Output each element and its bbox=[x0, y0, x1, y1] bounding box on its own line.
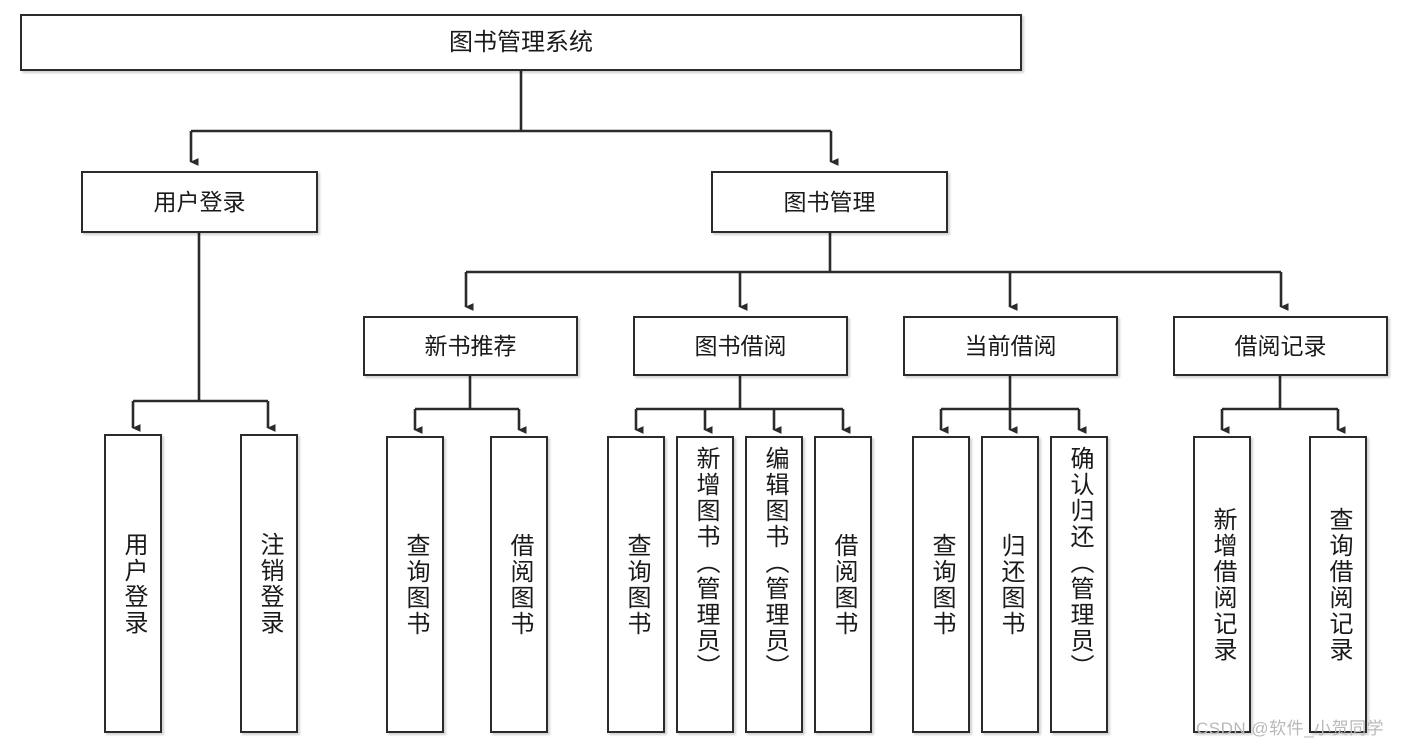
leaf-borrow-edit-book-admin[interactable]: 编辑图书（管理员） bbox=[745, 436, 803, 733]
leaf-recommend-query-book[interactable]: 查询图书 bbox=[386, 436, 444, 733]
node-label: 查询图书 bbox=[623, 532, 650, 637]
leaf-borrow-add-book-admin[interactable]: 新增图书（管理员） bbox=[676, 436, 734, 733]
node-label: 图书借阅 bbox=[694, 332, 787, 359]
node-label: 确认归还（管理员） bbox=[1066, 446, 1093, 680]
node-label: 新书推荐 bbox=[424, 332, 517, 359]
node-label: 新增图书（管理员） bbox=[692, 446, 719, 680]
leaf-current-query-book[interactable]: 查询图书 bbox=[912, 436, 970, 733]
node-label: 借阅图书 bbox=[830, 532, 857, 637]
node-new-book-recommend[interactable]: 新书推荐 bbox=[363, 316, 578, 376]
node-label: 归还图书 bbox=[997, 532, 1024, 637]
node-current-borrow[interactable]: 当前借阅 bbox=[903, 316, 1118, 376]
leaf-user-login-signin[interactable]: 用户登录 bbox=[104, 434, 162, 733]
leaf-record-add-record[interactable]: 新增借阅记录 bbox=[1193, 436, 1251, 733]
node-book-management[interactable]: 图书管理 bbox=[711, 171, 948, 233]
leaf-user-login-signout[interactable]: 注销登录 bbox=[240, 434, 298, 733]
leaf-borrow-query-book[interactable]: 查询图书 bbox=[607, 436, 665, 733]
watermark-text: CSDN @软件_小贺同学 bbox=[1196, 719, 1385, 738]
node-label: 查询图书 bbox=[928, 532, 955, 637]
node-borrow-record[interactable]: 借阅记录 bbox=[1173, 316, 1388, 376]
leaf-borrow-borrow-book[interactable]: 借阅图书 bbox=[814, 436, 872, 733]
leaf-recommend-borrow-book[interactable]: 借阅图书 bbox=[490, 436, 548, 733]
node-label: 查询借阅记录 bbox=[1325, 506, 1352, 663]
node-label: 查询图书 bbox=[402, 532, 429, 637]
node-book-borrow[interactable]: 图书借阅 bbox=[633, 316, 848, 376]
node-label: 用户登录 bbox=[120, 531, 147, 636]
node-label: 图书管理 bbox=[783, 188, 876, 215]
leaf-current-return-book[interactable]: 归还图书 bbox=[981, 436, 1039, 733]
node-root-system[interactable]: 图书管理系统 bbox=[20, 14, 1022, 71]
node-label: 图书管理系统 bbox=[449, 28, 593, 56]
node-user-login[interactable]: 用户登录 bbox=[81, 171, 318, 233]
node-label: 注销登录 bbox=[256, 531, 283, 636]
node-label: 新增借阅记录 bbox=[1209, 506, 1236, 663]
leaf-current-confirm-return-admin[interactable]: 确认归还（管理员） bbox=[1050, 436, 1108, 733]
leaf-record-query-record[interactable]: 查询借阅记录 bbox=[1309, 436, 1367, 733]
node-label: 用户登录 bbox=[153, 188, 246, 215]
node-label: 借阅记录 bbox=[1234, 332, 1327, 359]
node-label: 编辑图书（管理员） bbox=[761, 446, 788, 680]
node-label: 当前借阅 bbox=[964, 332, 1057, 359]
node-label: 借阅图书 bbox=[506, 532, 533, 637]
